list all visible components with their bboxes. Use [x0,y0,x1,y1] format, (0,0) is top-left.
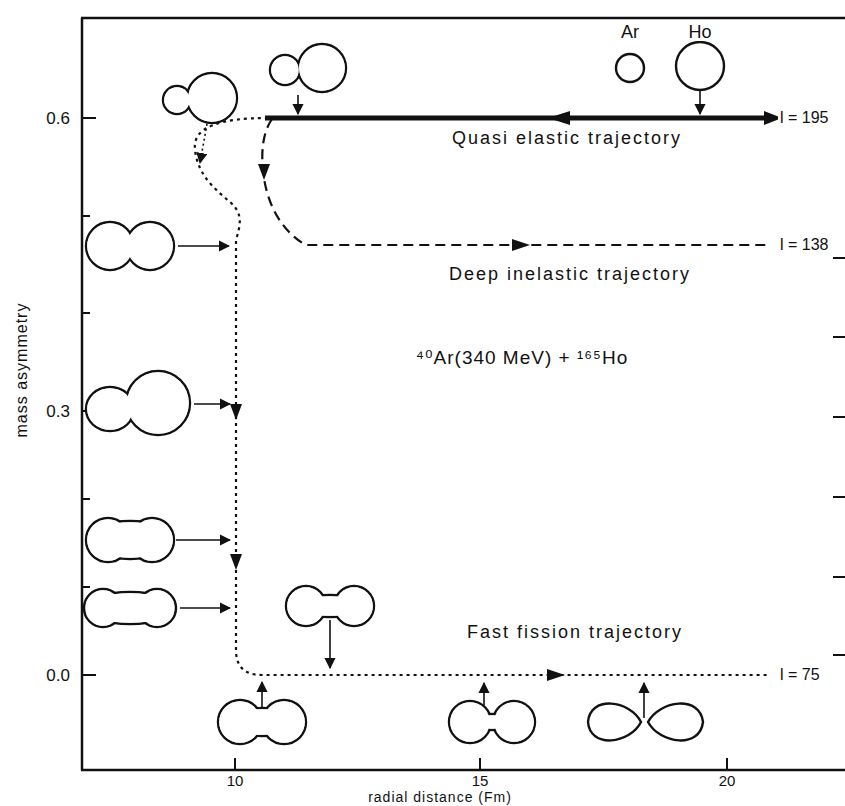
trajectory-arrow [512,239,530,251]
shape-fill [86,593,174,623]
axis-ticks [82,118,845,770]
shape-fill [477,715,507,729]
nuclear-shape [187,73,237,123]
shape-outlines [84,42,724,744]
trajectory-arrow [230,554,242,570]
tick-label: 15 [470,773,491,788]
tick [833,654,845,656]
shape-fill [229,709,295,735]
tick [833,496,845,498]
nucleus-label: Ar [619,23,641,41]
holmium-nucleus [676,42,724,90]
y-axis [81,18,84,770]
nuclear-shape [298,44,346,92]
nuclear-shape [86,222,134,270]
shape-fill [299,45,345,91]
leader-arrow [699,91,701,114]
nuclear-shape [163,86,191,114]
fast-fission-trajectory [195,118,770,675]
tick [833,257,845,259]
frame-top [81,17,845,20]
shape-leaders [176,91,700,718]
leader-arrow [200,124,207,163]
tick [82,586,90,588]
tick [833,416,845,418]
tick [234,758,236,770]
angular-momentum-label: l = 195 [778,110,830,126]
tick-label: 0.0 [44,667,72,684]
shape-fill [297,596,363,616]
leader-arrow [180,607,230,609]
angular-momentum-label: l = 75 [778,667,822,683]
quasi-elastic-trajectory [265,116,766,121]
leader-arrow [178,245,229,247]
tick-label: 20 [717,773,738,788]
leader-arrow [261,682,263,707]
shape-fill [271,56,299,84]
axis-title: mass asymmetry [14,301,30,440]
nuclear-shape [126,222,174,270]
tick [82,674,96,676]
tick-label: 10 [225,773,246,788]
x-axis [81,769,845,772]
tick [82,215,90,217]
plot-frame [81,18,845,770]
fragment-shape [588,704,641,741]
fragment-shape [648,704,703,741]
angular-momentum-label: l = 138 [778,237,830,253]
nuclear-shapes [84,42,724,744]
leader-arrow [194,403,230,405]
shape-fill [87,388,133,430]
leader-arrow [297,95,299,114]
axis-title: radial distance (Fm) [366,790,514,804]
tick [726,758,728,770]
shape-fill [188,74,236,122]
leader-arrow [643,683,645,718]
tick [479,758,481,770]
shape-fill [127,372,189,434]
shape-fill [164,87,190,113]
trajectory-label: Fast fission trajectory [465,623,685,641]
reaction-label: ⁴⁰Ar(340 MeV) + ¹⁶⁵Ho [414,348,630,367]
deep-inelastic-trajectory [262,119,768,245]
trajectory-arrow [548,111,570,125]
leader-arrow [329,620,331,668]
tick [82,312,90,314]
tick [82,117,96,119]
tick [82,498,90,500]
argon-nucleus [616,54,644,82]
trajectory-label: Deep inelastic trajectory [447,265,693,283]
nuclear-shape [126,371,190,435]
trajectory-arrow [230,404,242,420]
shape-fill [127,223,173,269]
tick [833,576,845,578]
shape-fill [87,223,133,269]
nucleus-label: Ho [686,23,713,41]
trajectory-arrow [547,669,565,681]
tick-label: 0.6 [44,110,72,127]
trajectory-arrow [258,164,270,180]
trajectory-label: Quasi elastic trajectory [450,129,684,147]
leader-arrow [176,539,230,541]
shape-fill [91,522,169,558]
nuclear-shape [270,55,300,85]
tick [833,336,845,338]
tick-label: 0.3 [44,403,72,420]
